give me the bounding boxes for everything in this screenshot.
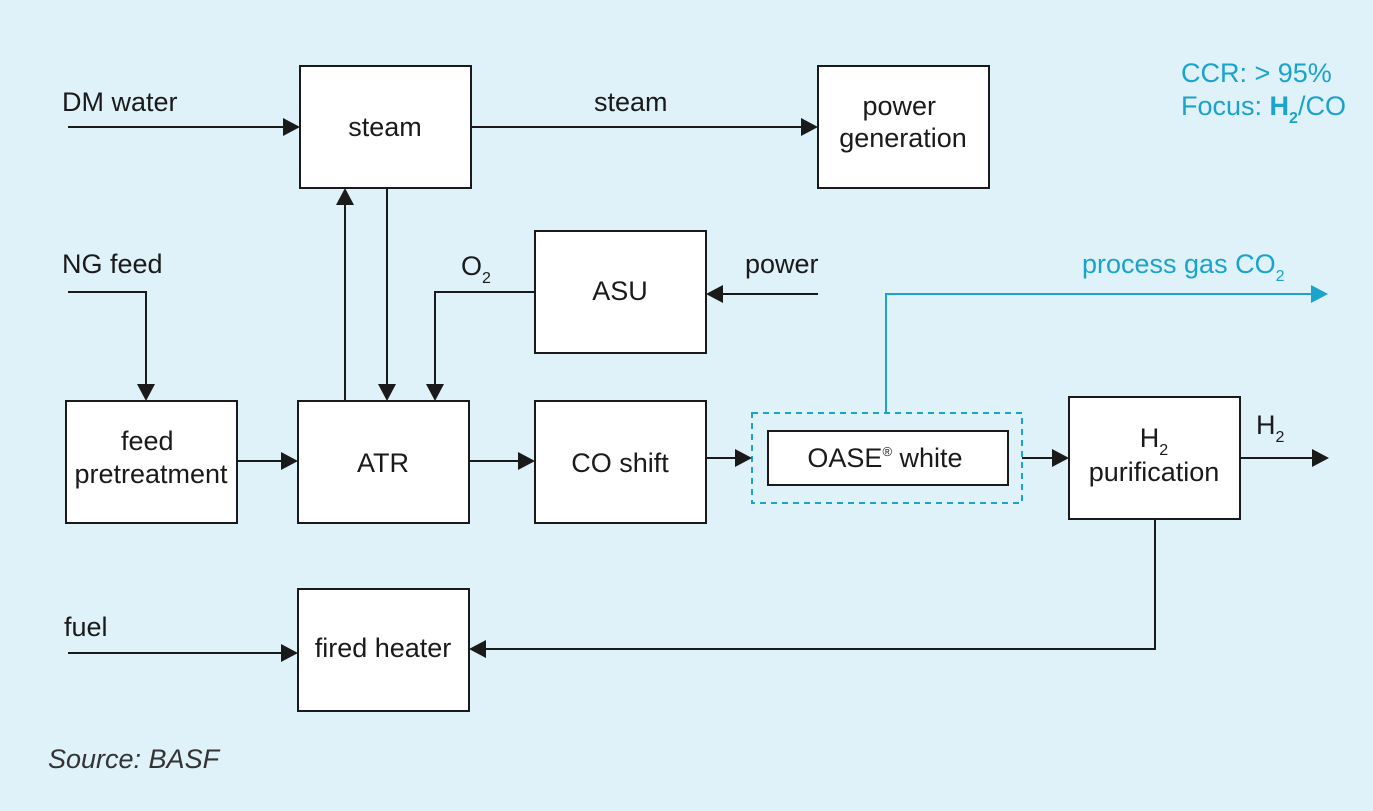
h2-purification-label-line1: H2 <box>1140 423 1169 459</box>
steam-to-power-arrow <box>801 118 818 136</box>
o2-label-main: O <box>461 251 482 281</box>
focus-suffix: /CO <box>1298 91 1346 121</box>
oase-label-suffix: white <box>892 443 963 473</box>
h2-out-arrow <box>1312 449 1329 467</box>
source-caption: Source: BASF <box>48 744 221 774</box>
focus-h-sub: 2 <box>1289 110 1298 127</box>
process-gas-co2-label: process gas CO2 <box>1082 249 1285 285</box>
h2-purification-h: H <box>1140 423 1160 453</box>
ng-feed-label: NG feed <box>62 249 163 279</box>
process-gas-co2-arrow <box>1311 285 1328 303</box>
co-shift-box <box>534 400 707 524</box>
atr-box <box>297 400 470 524</box>
oase-white-label: OASE® white <box>807 443 962 473</box>
power-generation-box <box>817 65 990 189</box>
feed-pretreatment-box <box>65 400 238 524</box>
process-gas-co2-line <box>885 293 1312 413</box>
power-to-asu-arrow <box>706 285 723 303</box>
asu-label: ASU <box>592 276 648 306</box>
power-generation-label-line1: power <box>862 91 936 121</box>
asu-box <box>534 230 707 354</box>
feed-pretreatment-label-line2: pretreatment <box>74 459 228 489</box>
oase-label-main: OASE <box>807 443 882 473</box>
oase-to-purification-arrow <box>1052 449 1069 467</box>
o2-label: O2 <box>461 251 491 287</box>
pretreatment-to-atr-arrow <box>281 452 298 470</box>
atr-to-co-shift-arrow <box>518 452 535 470</box>
dm-water-arrow <box>283 118 300 136</box>
oase-white-box <box>767 430 1009 486</box>
process-gas-main: process gas CO <box>1082 249 1276 279</box>
co-shift-to-oase-arrow <box>735 449 752 467</box>
process-gas-sub: 2 <box>1276 268 1285 285</box>
atr-to-steam-arrow <box>336 188 354 205</box>
ng-feed-line <box>68 291 147 385</box>
feed-pretreatment-label-line1: feed <box>121 426 174 456</box>
feed-pretreatment-label: feed pretreatment <box>74 426 228 489</box>
steam-to-atr-arrow <box>378 384 396 401</box>
h2-output-sub: 2 <box>1276 429 1285 446</box>
focus-prefix: Focus: <box>1181 91 1270 121</box>
o2-label-sub: 2 <box>482 270 491 287</box>
power-generation-label: power generation <box>839 91 967 153</box>
atr-label: ATR <box>357 448 409 478</box>
offgas-to-heater-arrow <box>469 640 486 658</box>
ccr-annotation: CCR: > 95% <box>1181 58 1332 88</box>
h2-output-label: H2 <box>1256 410 1285 446</box>
h2-purification-sub: 2 <box>1159 442 1168 459</box>
oase-registered-mark: ® <box>882 444 892 459</box>
h2-output-main: H <box>1256 410 1276 440</box>
purification-offgas-line <box>485 519 1156 650</box>
steam-flow-label: steam <box>594 87 668 117</box>
focus-annotation: Focus: H2/CO <box>1181 91 1346 127</box>
fired-heater-label: fired heater <box>315 633 452 663</box>
fired-heater-box <box>297 588 470 712</box>
o2-to-atr-line <box>434 291 535 385</box>
co-shift-label: CO shift <box>571 448 669 478</box>
ng-feed-arrow <box>137 384 155 401</box>
fuel-arrow <box>281 644 298 662</box>
dm-water-label: DM water <box>62 87 178 117</box>
power-input-label: power <box>745 249 819 279</box>
steam-box <box>299 65 472 189</box>
h2-purification-label-line2: purification <box>1089 457 1220 487</box>
h2-purification-box <box>1068 396 1241 520</box>
steam-box-label: steam <box>348 112 422 142</box>
focus-h: H <box>1270 91 1290 121</box>
fuel-label: fuel <box>64 612 108 642</box>
power-generation-label-line2: generation <box>839 123 967 153</box>
o2-to-atr-arrow <box>426 384 444 401</box>
